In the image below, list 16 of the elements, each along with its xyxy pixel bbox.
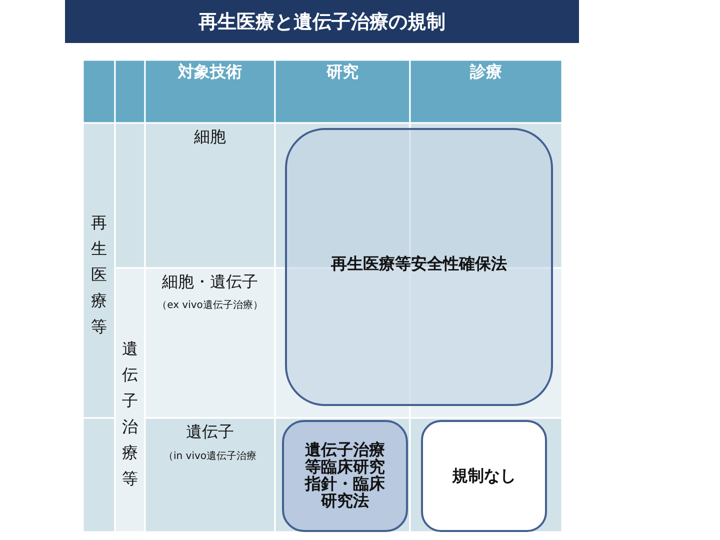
regulation-box: [421, 420, 547, 532]
column-header: 研究: [325, 62, 360, 83]
regulation-text: 再生医療等安全性確保法: [331, 256, 507, 272]
regulation-text: 遺伝子治療等臨床研究指針・臨床研究法: [304, 442, 386, 510]
title-bar: 再生医療と遺伝子治療の規制: [65, 0, 579, 43]
column-header: 診療: [468, 62, 503, 83]
regulation-text: 規制なし: [452, 468, 516, 484]
row-label: 遺伝子: [185, 422, 235, 443]
row-note: （in vivo遺伝子治療: [162, 450, 258, 463]
row-label: 細胞・遺伝子: [161, 272, 259, 293]
regulation-box: [285, 128, 553, 406]
column-header: 対象技術: [176, 62, 243, 83]
row-label: 細胞: [193, 127, 227, 148]
row-note: （ex vivo遺伝子治療）: [156, 298, 264, 312]
row-label: 再生医療等: [91, 212, 107, 338]
row-label: 遺伝子治療等: [122, 338, 138, 490]
